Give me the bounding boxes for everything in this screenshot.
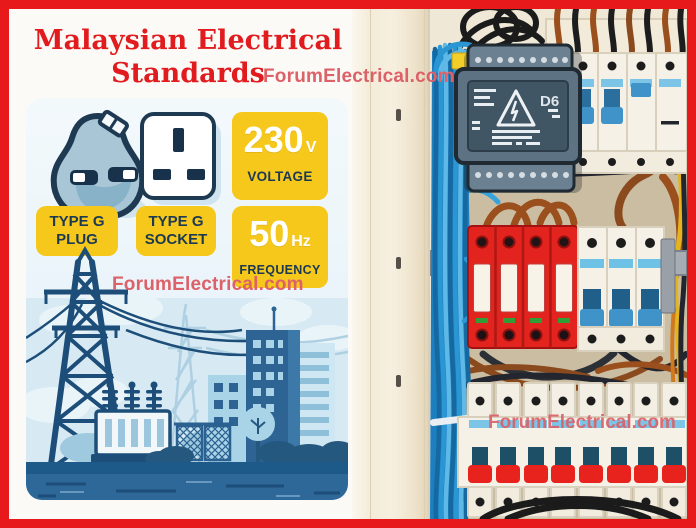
power-grid-city-illustration (26, 246, 348, 500)
plug-badge-line2: PLUG (56, 231, 98, 248)
distribution-board-illustration: D6 (428, 9, 687, 519)
brand-watermark-middle: ForumElectrical.com (112, 274, 304, 295)
voltage-unit: V (305, 139, 317, 156)
door-edge-line (424, 9, 425, 519)
door-crease (370, 9, 371, 519)
breaker-toggles-blue (580, 289, 662, 327)
buildings-icon (208, 306, 335, 462)
type-g-plug-badge: TYPE G PLUG (36, 206, 118, 256)
voltage-value: 230 (243, 119, 304, 160)
frequency-value: 50 (249, 213, 290, 254)
breaker-toggles-red (468, 465, 686, 483)
din-bracket (660, 238, 676, 314)
plug-badge-line1: TYPE G (49, 213, 105, 230)
circuit-breaker-row-middle (577, 226, 676, 352)
brand-watermark-top: ForumElectrical.com (263, 66, 455, 87)
socket-badge-line2: SOCKET (144, 231, 208, 248)
frequency-label: FREQUENCY (239, 263, 321, 277)
hinge-slot (396, 109, 401, 121)
voltage-label: VOLTAGE (247, 169, 313, 184)
din-rail-device: D6 (454, 43, 582, 193)
road (26, 462, 348, 474)
hinge-slot (396, 375, 401, 387)
transmission-tower-icon (44, 246, 128, 475)
warning-triangle-icon (496, 89, 536, 127)
title-line-2: Standards (111, 58, 265, 89)
frequency-unit: Hz (291, 233, 311, 250)
spd-jumper-wires (482, 198, 578, 231)
panel-artwork: D6 (428, 9, 687, 519)
device-label: D6 (540, 93, 559, 110)
title-line-1: Malaysian Electrical (33, 25, 343, 56)
hinge-slot (396, 257, 401, 269)
circuit-breaker-row-bottom (457, 382, 687, 519)
brand-watermark-panel: ForumElectrical.com (488, 412, 676, 433)
panel-door-edge (352, 9, 428, 519)
socket-badge-line1: TYPE G (148, 213, 204, 230)
surge-protector-device (467, 225, 579, 349)
type-g-socket-badge: TYPE G SOCKET (136, 206, 216, 256)
page-title: Malaysian Electrical Standards (28, 24, 348, 90)
type-g-plug-icon (50, 109, 146, 245)
tree-icon (241, 407, 275, 463)
type-g-socket-icon (140, 112, 221, 205)
